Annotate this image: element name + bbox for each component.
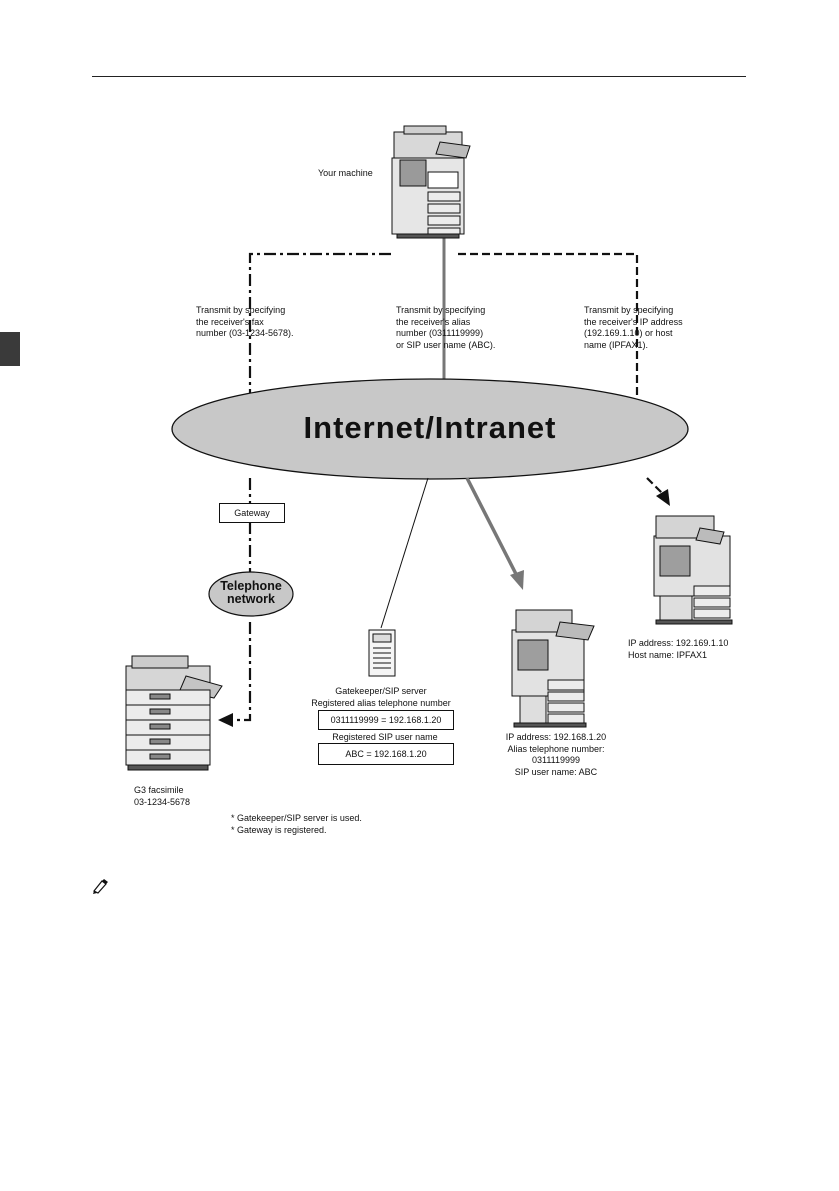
your-machine-label: Your machine bbox=[318, 168, 373, 178]
transmit-fax-label: Transmit by specifying the receiver's fa… bbox=[196, 305, 294, 338]
telephone-network bbox=[208, 571, 294, 617]
note-gatekeeper: * Gatekeeper/SIP server is used. bbox=[231, 813, 362, 823]
internet-cloud-label: Internet/Intranet bbox=[303, 410, 557, 445]
fax-route-upper bbox=[248, 252, 391, 410]
ip-route-upper bbox=[458, 252, 639, 410]
note-icon bbox=[93, 879, 108, 894]
note-gateway: * Gateway is registered. bbox=[231, 825, 327, 835]
chapter-tab bbox=[0, 332, 20, 366]
gateway-box: Gateway bbox=[219, 503, 285, 523]
alias-route-lower bbox=[465, 477, 519, 577]
alias-registration-box: 0311119999 = 192.168.1.20 bbox=[318, 710, 454, 730]
arrow-to-right-receiver bbox=[656, 489, 670, 506]
header-rule bbox=[92, 76, 746, 77]
arrow-to-mid-receiver bbox=[510, 570, 524, 590]
mid-receiver-label: IP address: 192.168.1.20 Alias telephone… bbox=[505, 732, 607, 777]
transmit-alias-label: Transmit by specifying the receiver's al… bbox=[396, 305, 496, 350]
gatekeeper-title: Gatekeeper/SIP server Registered alias t… bbox=[311, 686, 451, 708]
telephone-network-label: Telephone network bbox=[220, 579, 282, 606]
sip-registration-box: ABC = 192.168.1.20 bbox=[318, 743, 454, 765]
fax-route-to-g3 bbox=[232, 622, 252, 722]
server-icon bbox=[368, 629, 396, 677]
gatekeeper-link bbox=[380, 477, 429, 629]
internet-cloud bbox=[171, 378, 689, 480]
mid-receiver-printer-icon bbox=[511, 609, 595, 728]
right-receiver-printer-icon bbox=[653, 515, 733, 625]
arrow-to-g3 bbox=[218, 713, 233, 727]
g3-fax-printer-icon bbox=[125, 655, 223, 771]
printer-icon bbox=[391, 125, 471, 239]
sip-registration-title: Registered SIP user name bbox=[332, 732, 438, 742]
g3-facsimile-label: G3 facsimile 03-1234-5678 bbox=[134, 785, 191, 807]
ip-route-lower bbox=[646, 477, 663, 494]
transmit-ip-label: Transmit by specifying the receiver's IP… bbox=[584, 305, 683, 350]
right-receiver-label: IP address: 192.169.1.10 Host name: IPFA… bbox=[628, 638, 729, 660]
